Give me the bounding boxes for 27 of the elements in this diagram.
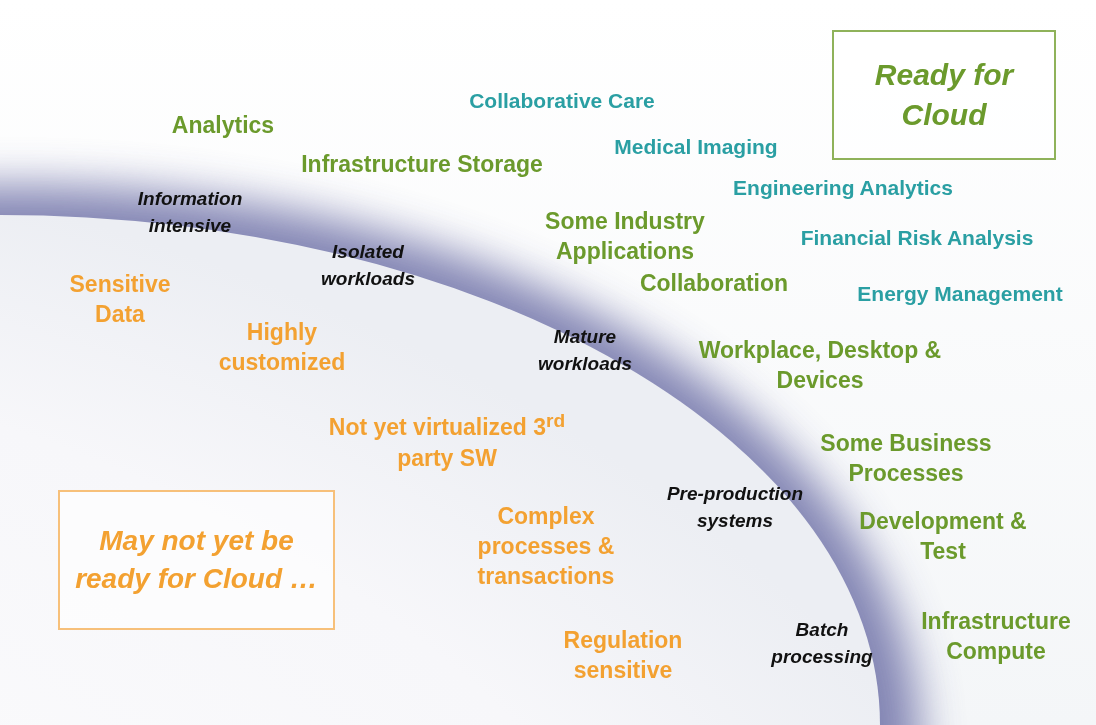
workload-type-label: Information intensive: [136, 187, 244, 238]
not-ready-label: Highly customized: [217, 318, 347, 377]
not-ready-label: Sensitive Data: [68, 270, 172, 329]
box-heading: Ready for Cloud: [873, 56, 1016, 133]
not-ready-label: Not yet virtualized 3$^{rd}$ party SW: [327, 408, 567, 473]
workload-type-label: Mature workloads: [537, 325, 633, 376]
cloud-ready-label: Infrastructure Storage: [300, 150, 544, 180]
cloud-ready-label: Collaborative Care: [468, 88, 656, 115]
readiness-box: [58, 490, 335, 630]
cloud-ready-label: Engineering Analytics: [732, 175, 954, 202]
readiness-box: [832, 30, 1056, 160]
workload-type-label: Batch processing: [770, 618, 874, 669]
cloud-ready-label: Some Industry Applications: [544, 207, 706, 266]
box-heading: May not yet be ready for Cloud …: [74, 524, 319, 596]
not-ready-label: Complex processes & transactions: [476, 502, 616, 591]
workload-type-label: Isolated workloads: [320, 240, 416, 291]
cloud-ready-label: Energy Management: [856, 281, 1064, 308]
cloud-ready-label: Infrastructure Compute: [920, 607, 1072, 666]
cloud-ready-label: Development & Test: [858, 507, 1028, 566]
workload-type-label: Pre-production systems: [665, 482, 805, 533]
not-ready-label: Regulation sensitive: [562, 626, 684, 685]
cloud-ready-label: Some Business Processes: [819, 429, 993, 488]
cloud-ready-label: Analytics: [170, 111, 276, 141]
cloud-ready-label: Financial Risk Analysis: [799, 225, 1035, 252]
cloud-ready-label: Collaboration: [638, 269, 790, 299]
cloud-ready-label: Workplace, Desktop & Devices: [697, 336, 943, 395]
cloud-ready-label: Medical Imaging: [613, 134, 779, 161]
